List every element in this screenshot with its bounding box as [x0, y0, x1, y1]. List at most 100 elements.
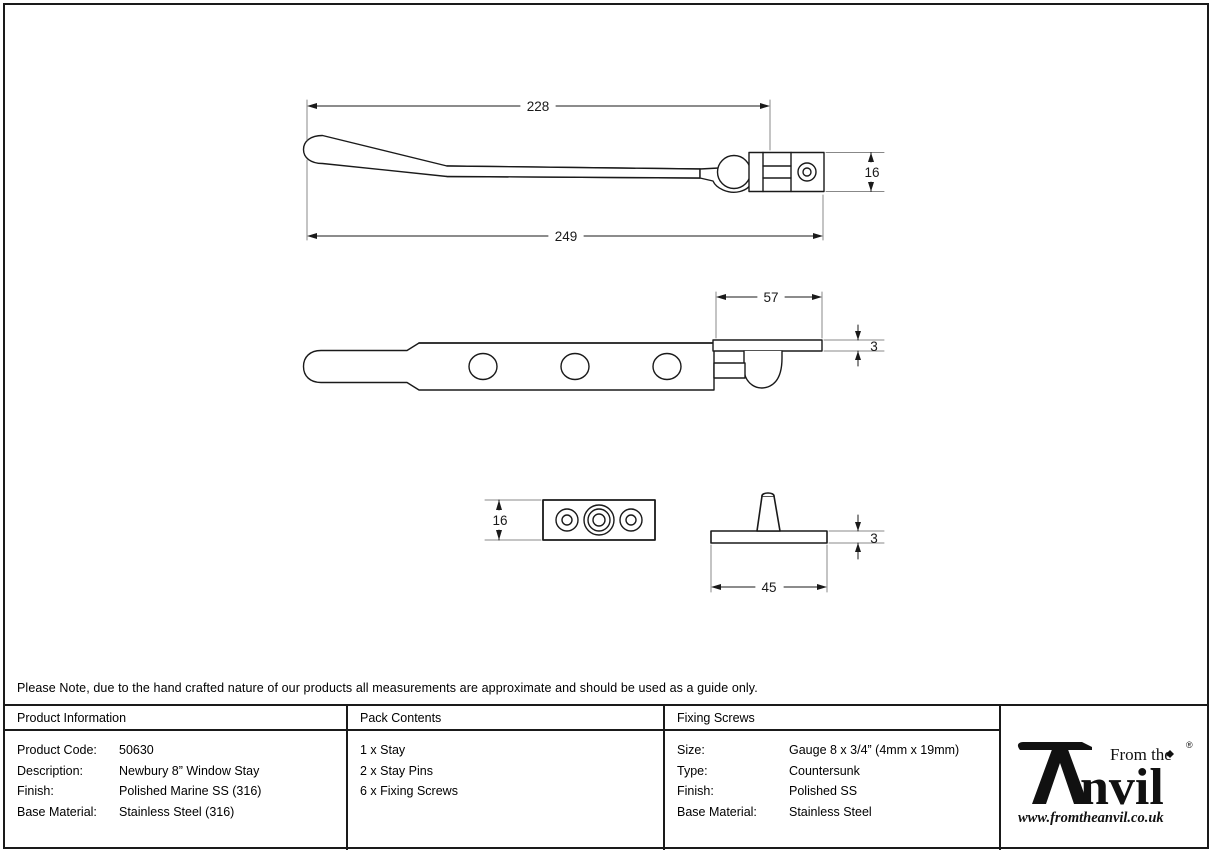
- spec-row: Finish: Polished Marine SS (316): [17, 781, 346, 802]
- column-logo: nvil From the ® www.fromtheanvil.co.uk: [999, 706, 1209, 850]
- column-pack-contents: Pack Contents 1 x Stay 2 x Stay Pins 6 x…: [346, 706, 663, 850]
- spec-label: Size:: [677, 743, 705, 757]
- column-fixing-screws: Fixing Screws Size: Gauge 8 x 3/4” (4mm …: [663, 706, 999, 850]
- dim-label-3-pin: 3: [870, 531, 878, 546]
- dim-228: [306, 99, 771, 151]
- drawing-area: 228 249 16 57 3 16 3 45: [302, 99, 885, 595]
- arrow-right-45: [817, 584, 827, 590]
- arrow-left-228: [307, 103, 317, 109]
- dim-label-16-pin: 16: [492, 513, 507, 528]
- spec-value: Countersunk: [789, 763, 860, 778]
- dim-3-pin: [828, 514, 885, 560]
- arrow-top-3m: [855, 331, 861, 340]
- fixing-screws-heading-text: Fixing Screws: [677, 710, 755, 725]
- dim-45: [710, 544, 828, 593]
- dim-label-45: 45: [761, 580, 776, 595]
- plate-screw-hole-inner: [802, 167, 812, 177]
- pack-contents-body: 1 x Stay 2 x Stay Pins 6 x Fixing Screws: [348, 731, 663, 802]
- dim-3-mid: [823, 324, 885, 367]
- spec-row: Base Material: Stainless Steel: [677, 802, 999, 823]
- arrow-top-3p: [855, 522, 861, 531]
- pack-contents-heading-text: Pack Contents: [360, 710, 442, 725]
- spec-value: Stainless Steel (316): [119, 804, 235, 819]
- product-information-body: Product Code: 50630 Description: Newbury…: [5, 731, 346, 822]
- dim-label-249: 249: [555, 229, 578, 244]
- spec-row: Base Material: Stainless Steel (316): [17, 802, 346, 823]
- lever-blade: [302, 134, 701, 179]
- pin-plate-hole-right-inner: [625, 514, 637, 526]
- logo-letter-A: [1032, 744, 1088, 804]
- arrow-right-228: [760, 103, 770, 109]
- pack-item: 2 x Stay Pins: [360, 763, 433, 778]
- spec-value: 50630: [119, 743, 154, 757]
- product-information-heading-text: Product Information: [17, 710, 127, 725]
- spec-label: Base Material:: [17, 804, 97, 819]
- arrow-left-45: [711, 584, 721, 590]
- table-columns: Product Information Product Code: 50630 …: [5, 706, 1209, 850]
- spec-row: Product Code: 50630: [17, 740, 346, 761]
- disclaimer-text: Please Note, due to the hand crafted nat…: [17, 681, 758, 695]
- logo-graphic: nvil From the ® www.fromtheanvil.co.uk: [1017, 740, 1193, 826]
- stay-pin-plan-geometry: [542, 499, 656, 541]
- pin-cone-top: [761, 492, 775, 497]
- spec-label: Finish:: [17, 784, 54, 798]
- disclaimer-note: Please Note, due to the hand crafted nat…: [5, 672, 1209, 706]
- arrow-right-57: [812, 294, 822, 300]
- spec-label: Product Code:: [17, 743, 97, 757]
- arrow-top-16: [868, 152, 874, 162]
- arrow-left-57: [716, 294, 726, 300]
- spec-row: Size: Gauge 8 x 3/4” (4mm x 19mm): [677, 740, 999, 761]
- logo-nvil: nvil: [1080, 759, 1164, 816]
- dim-16-top: [825, 152, 885, 192]
- arrow-top-16p: [496, 500, 502, 510]
- spec-label: Finish:: [677, 784, 714, 798]
- registered-mark: ®: [1186, 740, 1193, 750]
- pin-base-plate: [710, 530, 828, 544]
- logo-website: www.fromtheanvil.co.uk: [1018, 810, 1164, 826]
- stay-arm-profile: [302, 342, 715, 391]
- arrow-right-249: [813, 233, 823, 239]
- bracket-hook: [743, 350, 783, 389]
- product-information-heading: Product Information: [5, 706, 346, 731]
- arrow-left-249: [307, 233, 317, 239]
- arrow-bottom-16p: [496, 530, 502, 540]
- arm-hole-1: [468, 352, 498, 381]
- spec-value: Polished SS: [789, 784, 858, 798]
- plan-view-geometry: [302, 134, 825, 193]
- spec-value: Stainless Steel: [789, 804, 872, 819]
- dim-57: [715, 291, 823, 339]
- pack-item: 6 x Fixing Screws: [360, 784, 458, 798]
- spec-value: Newbury 8” Window Stay: [119, 763, 260, 778]
- dim-label-16-top: 16: [864, 165, 879, 180]
- lever-shaft: [446, 165, 701, 179]
- fixing-screws-body: Size: Gauge 8 x 3/4” (4mm x 19mm) Type: …: [665, 731, 999, 822]
- spec-row: Description: Newbury 8” Window Stay: [17, 761, 346, 782]
- arm-hole-2: [560, 352, 590, 381]
- spec-value: Gauge 8 x 3/4” (4mm x 19mm): [789, 743, 960, 757]
- spec-value: Polished Marine SS (316): [119, 784, 262, 798]
- pack-item: 1 x Stay: [360, 743, 406, 757]
- spec-row: Finish: Polished SS: [677, 781, 999, 802]
- dim-249: [306, 159, 824, 241]
- arrow-bottom-3m: [855, 351, 861, 360]
- arm-hole-3: [652, 352, 682, 381]
- arrow-bottom-16: [868, 182, 874, 192]
- dim-label-228: 228: [527, 99, 550, 114]
- pin-cone: [756, 495, 781, 532]
- dim-label-57: 57: [763, 290, 778, 305]
- spec-label: Description:: [17, 763, 83, 778]
- bracket-plate: [712, 339, 823, 352]
- diamond-icon: [1166, 750, 1174, 758]
- dim-16-pin: [484, 499, 542, 541]
- pivot-circle: [716, 154, 752, 190]
- stay-pin-elevation-geometry: [710, 492, 828, 544]
- pin-plate-hole-center-inner: [592, 513, 606, 527]
- product-info-table: Please Note, due to the hand crafted nat…: [5, 672, 1209, 850]
- arrow-bottom-3p: [855, 543, 861, 552]
- bracket-tab: [713, 362, 746, 379]
- fixing-screws-heading: Fixing Screws: [665, 706, 999, 731]
- column-product-information: Product Information Product Code: 50630 …: [5, 706, 346, 850]
- page-border: [3, 3, 1209, 849]
- logo-from-the: From the: [1110, 745, 1172, 764]
